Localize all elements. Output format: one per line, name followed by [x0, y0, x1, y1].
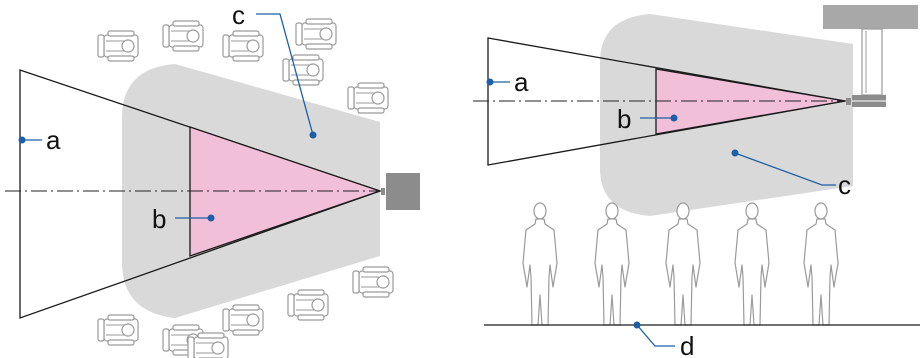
side-view-panel: a b c d: [473, 5, 920, 358]
callout-label-b: b: [617, 104, 631, 134]
projector-icon: [846, 95, 886, 107]
callout-label-c: c: [232, 0, 245, 30]
callout-label-b: b: [152, 204, 166, 234]
callout-label-c: c: [838, 170, 851, 200]
callout-label-a: a: [514, 67, 529, 97]
projector-icon: [381, 173, 420, 210]
callout-label-a: a: [46, 125, 61, 155]
callout-label-d: d: [680, 331, 694, 358]
top-view-panel: a b c: [5, 0, 420, 358]
standing-person-icon: [522, 202, 839, 326]
